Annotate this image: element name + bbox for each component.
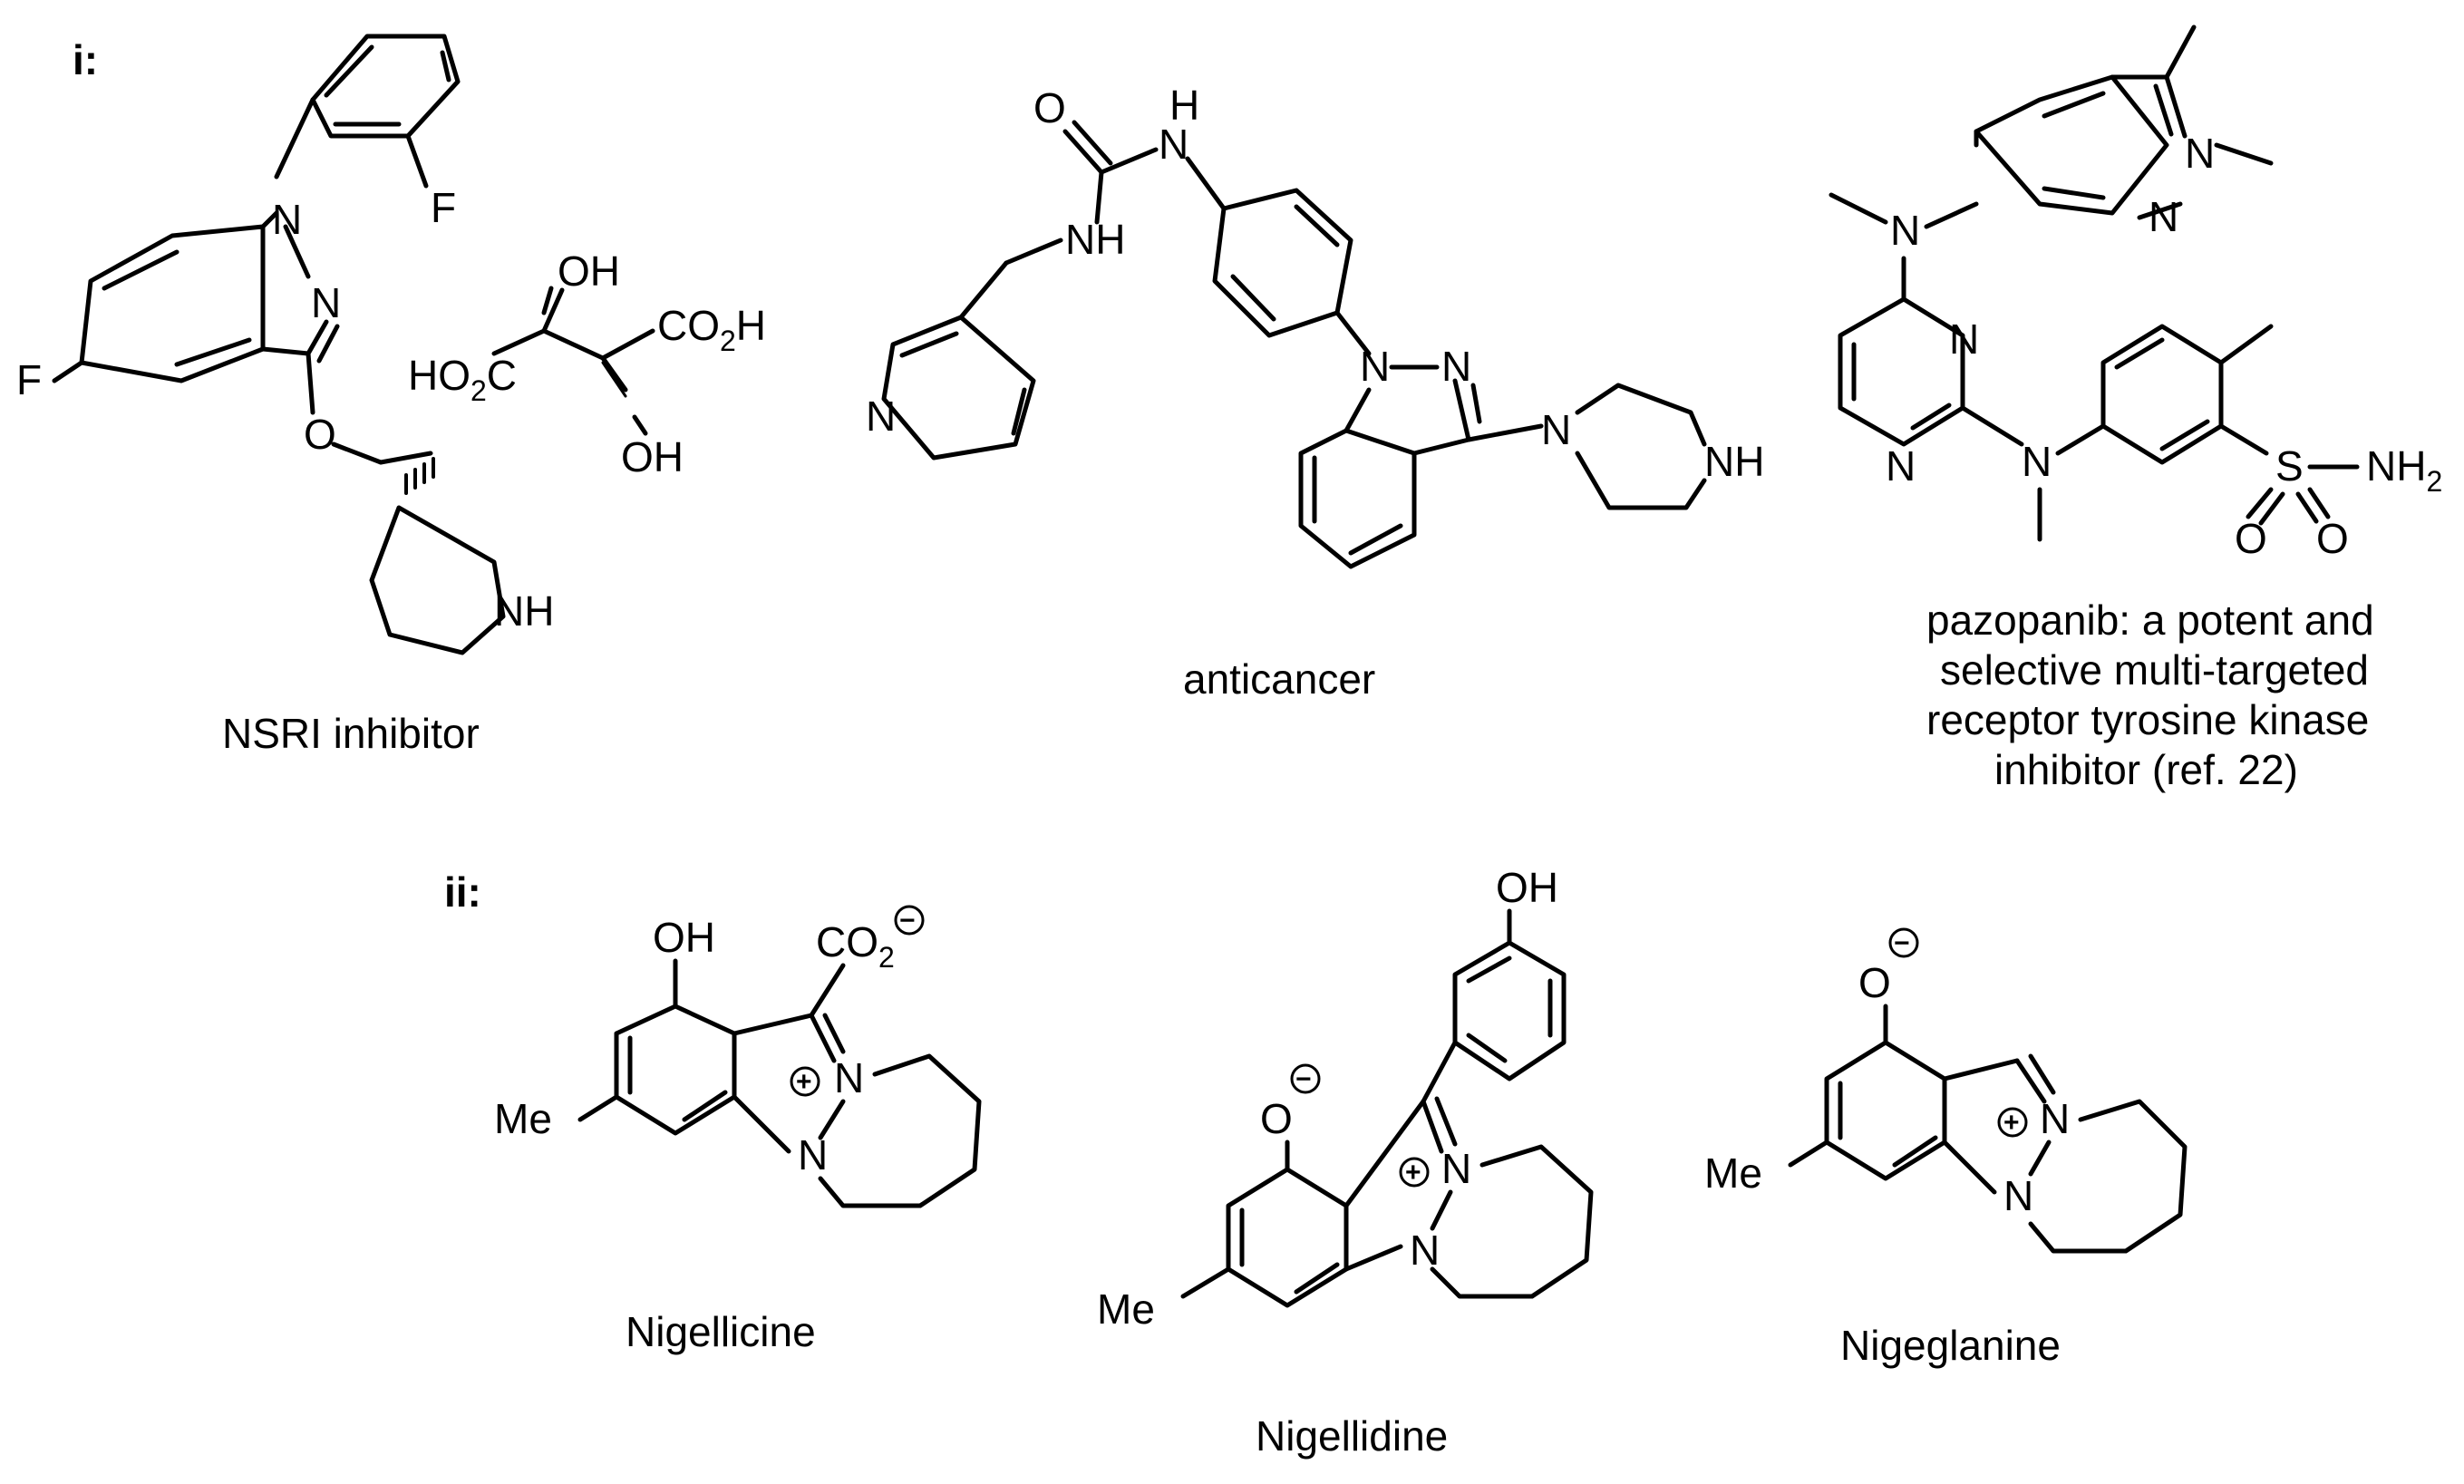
- section-label-i: i:: [73, 36, 98, 83]
- atom-O-sulfonyl-1: O: [2235, 515, 2267, 562]
- section-label-ii: ii:: [444, 868, 481, 916]
- atom-N-piperazine: N: [1541, 406, 1571, 453]
- atom-N2-nigellidine: N: [1410, 1227, 1440, 1274]
- caption-pazopanib-line2: selective multi-targeted: [1940, 646, 2369, 694]
- molecule-nigellidine: OH O − Me N + N Nigellidine: [1097, 864, 1594, 1460]
- atom-Me-nigellicine: Me: [494, 1095, 552, 1142]
- atom-N1-anticancer: N: [1360, 343, 1390, 390]
- caption-nigellicine: Nigellicine: [626, 1308, 816, 1355]
- atom-N-methyl-ring: N: [2149, 193, 2178, 240]
- caption-nsri-inhibitor: NSRI inhibitor: [222, 710, 480, 757]
- atom-Me-nigeglanine: Me: [1704, 1149, 1762, 1197]
- charge-plus-nigeglanine: +: [2003, 1108, 2020, 1138]
- atom-CO2H: CO2H: [657, 302, 766, 357]
- molecule-nigellicine: OH CO2 − Me N + N Nigellicine: [494, 905, 982, 1355]
- caption-pazopanib-line3: receptor tyrosine kinase: [1926, 696, 2369, 743]
- caption-nigellidine: Nigellidine: [1256, 1412, 1448, 1460]
- atom-OH-top: OH: [558, 247, 620, 295]
- atom-N-pyrimidine-1: N: [1949, 315, 1979, 363]
- atom-N-urea: N: [1159, 121, 1188, 168]
- caption-nigeglanine: Nigeglanine: [1840, 1322, 2061, 1369]
- molecule-nigeglanine: O − Me N + N Nigeglanine: [1704, 927, 2188, 1369]
- atom-H-urea: H: [1169, 82, 1199, 129]
- atom-OH-nigellidine: OH: [1496, 864, 1558, 911]
- atom-O-nigellidine: O: [1260, 1095, 1293, 1142]
- caption-pazopanib-line1: pazopanib: a potent and: [1926, 597, 2374, 644]
- atom-N-pyridine: N: [866, 393, 896, 440]
- atom-F-indazole: F: [16, 356, 42, 403]
- charge-minus-nigellicine: −: [899, 906, 916, 936]
- atom-Me-nigellidine: Me: [1097, 1285, 1155, 1333]
- caption-anticancer: anticancer: [1183, 655, 1375, 703]
- atom-OH-bottom: OH: [621, 433, 684, 480]
- molecule-anticancer: O H N NH N N N N NH anti: [866, 82, 1764, 703]
- charge-minus-nigellidine: −: [1295, 1064, 1312, 1094]
- atom-N1-indazole: N: [272, 196, 302, 243]
- atom-O-nigeglanine: O: [1858, 959, 1891, 1006]
- charge-plus-nigellidine: +: [1405, 1158, 1421, 1188]
- atom-N1-nigellicine: N: [834, 1054, 864, 1101]
- atom-O-sulfonyl-2: O: [2316, 515, 2349, 562]
- atom-N2-indazole: N: [311, 279, 341, 326]
- atom-N2-pazopanib: N: [2185, 130, 2215, 177]
- caption-pazopanib-line4: inhibitor (ref. 22): [1994, 746, 2298, 793]
- atom-N-amine-bottom: N: [2022, 438, 2052, 485]
- atom-CO2-nigellicine: CO2: [816, 918, 895, 974]
- atom-N1-nigeglanine: N: [2040, 1095, 2070, 1142]
- charge-minus-nigeglanine: −: [1894, 928, 1910, 958]
- atom-N-amine-top: N: [1890, 207, 1920, 254]
- atom-N1-nigellidine: N: [1441, 1145, 1471, 1192]
- atom-HO2C: HO2C: [408, 352, 517, 407]
- molecule-pazopanib: N N N N N N S NH2 O O pazopanib: a: [1829, 24, 2442, 793]
- charge-plus-nigellicine: +: [796, 1067, 812, 1097]
- atom-O-ether: O: [304, 411, 336, 458]
- atom-NH2: NH2: [2366, 442, 2442, 498]
- atom-N-pyrimidine-2: N: [1886, 442, 1916, 490]
- atom-OH-nigellicine: OH: [653, 914, 715, 961]
- atom-N2-nigeglanine: N: [2003, 1172, 2033, 1219]
- atom-N2-nigellicine: N: [798, 1131, 828, 1178]
- atom-NH-piperazine: NH: [1704, 438, 1764, 485]
- atom-S: S: [2275, 442, 2304, 490]
- molecule-nsri-inhibitor: F N N F O NH OH OH HO2C CO2H NSRI inhibi…: [16, 34, 766, 757]
- atom-F-phenyl: F: [431, 184, 456, 231]
- atom-O-urea: O: [1033, 84, 1066, 131]
- atom-NH-piperidine: NH: [494, 587, 554, 635]
